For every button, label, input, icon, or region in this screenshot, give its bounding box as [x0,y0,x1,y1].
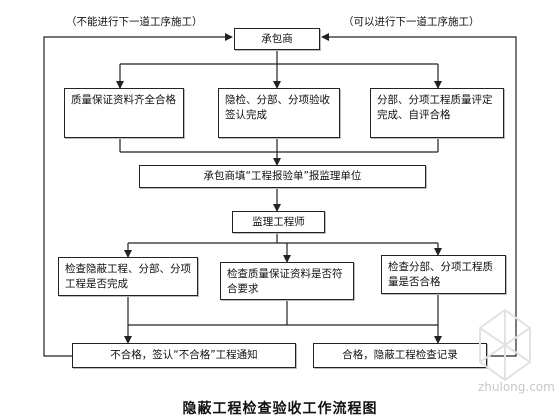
node-check-hidden: 检查隐蔽工程、分部、分项工程是否完成 [58,257,198,296]
node-hidden-inspection: 隐检、分部、分项验收签认完成 [218,88,340,138]
diagram-title: 隐蔽工程检查验收工作流程图 [182,401,378,417]
node-contractor: 承包商 [234,28,320,50]
node-check-docs: 检查质量保证资料是否符合要求 [220,262,354,300]
node-report-form: 承包商填“工程报验单”报监理单位 [139,165,426,188]
loop-right-line [321,33,517,357]
node-fail-notice: 不合格，签认“不合格”工程通知 [72,343,296,368]
node-quality-docs: 质量保证资料齐全合格 [64,88,184,138]
node-pass-record: 合格，隐蔽工程检查记录 [313,343,487,368]
watermark-text: zhulong.com [478,380,555,394]
node-subitem-quality: 分部、分项工程质量评定完成、自评合格 [370,88,504,138]
right-note: （可以进行下一道工序施工） [343,16,480,28]
watermark-logo-icon [479,308,531,382]
left-note: （不能进行下一道工序施工） [66,16,203,28]
loop-left-line [43,33,233,357]
node-supervisor: 监理工程师 [232,211,325,233]
node-check-quality: 检查分部、分项工程质量是否合格 [381,255,506,294]
